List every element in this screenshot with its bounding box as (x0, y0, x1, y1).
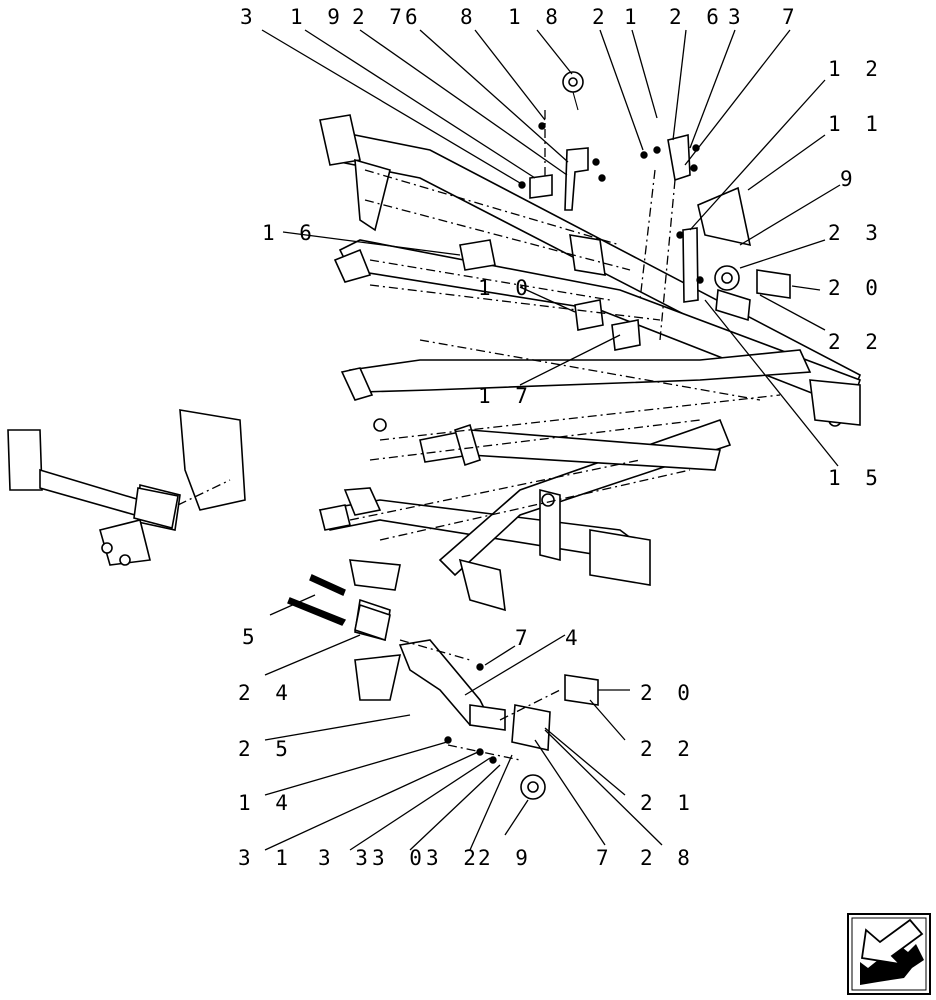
wheel-assembly-bottom (511, 704, 551, 800)
arrow-left-icon[interactable] (847, 913, 931, 995)
callout-25: 2 5 (238, 737, 294, 761)
callout-9: 9 (840, 167, 859, 191)
callout-20: 2 0 (828, 276, 884, 300)
callout-14: 1 4 (238, 791, 294, 815)
callout-7b: 7 (515, 626, 534, 650)
brackets-and-plates (133, 133, 791, 706)
callout-18: 1 8 (508, 5, 564, 29)
callout-11: 1 1 (828, 112, 884, 136)
wheel-assembly-top (562, 71, 584, 111)
callout-12: 1 2 (828, 57, 884, 81)
callout-5: 5 (242, 625, 261, 649)
callout-21: 2 1 (640, 791, 696, 815)
assembly-lines (177, 110, 781, 761)
callout-8: 8 (460, 5, 479, 29)
main-frame (318, 114, 862, 612)
callout-15: 1 5 (828, 466, 884, 490)
callout-28: 2 8 (640, 846, 696, 870)
callout-27: 2 7 (352, 5, 408, 29)
callout-16: 1 6 (262, 221, 318, 245)
callout-17: 1 7 (478, 384, 534, 408)
callout-2: 2 (592, 5, 611, 29)
wheel-assembly-right (714, 265, 751, 322)
u-bolts (459, 239, 641, 351)
callout-6: 6 (405, 5, 424, 29)
callout-30: 3 0 (372, 846, 428, 870)
callout-1: 1 (624, 5, 643, 29)
callout-26: 2 6 (669, 5, 725, 29)
callout-20b: 2 0 (640, 681, 696, 705)
callout-33: 3 3 (318, 846, 374, 870)
left-hitch-assembly (7, 409, 246, 566)
callout-31: 3 1 (238, 846, 294, 870)
callout-23: 2 3 (828, 221, 884, 245)
callout-10: 1 0 (478, 276, 534, 300)
callout-29: 2 9 (478, 846, 534, 870)
callout-4: 4 (565, 626, 584, 650)
callout-32: 3 2 (426, 846, 482, 870)
callout-3b: 3 (728, 5, 747, 29)
callout-7: 7 (782, 5, 801, 29)
callout-22: 2 2 (828, 330, 884, 354)
callout-19: 1 9 (290, 5, 346, 29)
callout-3: 3 (240, 5, 259, 29)
leader-lines (261, 29, 841, 851)
callout-22b: 2 2 (640, 737, 696, 761)
callout-24: 2 4 (238, 681, 294, 705)
callout-7c: 7 (596, 846, 615, 870)
callout-labels: 3 1 9 2 7 6 8 1 8 2 1 2 6 3 7 1 2 1 1 9 … (238, 5, 884, 870)
